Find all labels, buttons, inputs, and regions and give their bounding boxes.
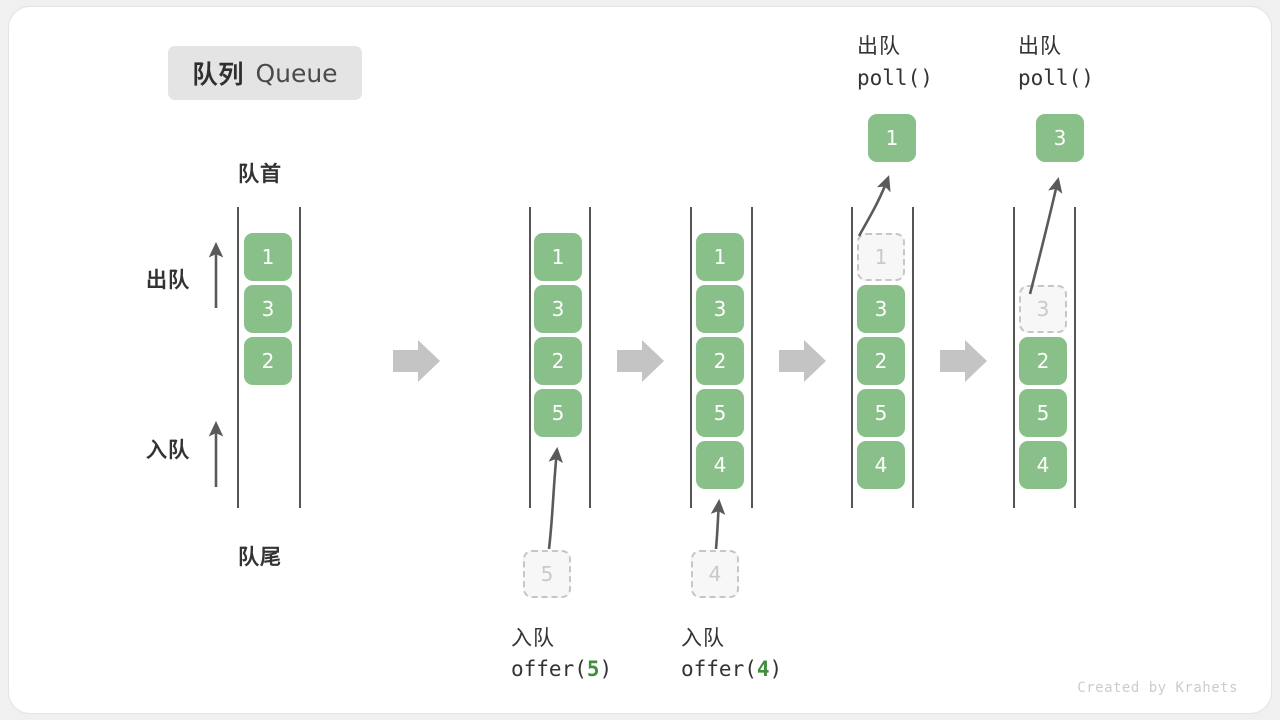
popped-element-1: 1	[868, 114, 916, 162]
popped-element-3: 3	[1036, 114, 1084, 162]
rail-left	[851, 207, 853, 508]
pop-caption-cn-poll-1: 出队	[857, 35, 901, 58]
pop-caption-code-poll-3: poll()	[1018, 66, 1094, 90]
queue-cell: 2	[534, 337, 582, 385]
queue-cell: 3	[534, 285, 582, 333]
pop-caption-code-poll-1: poll()	[857, 66, 933, 90]
queue-cell: 5	[857, 389, 905, 437]
queue-cell: 4	[1019, 441, 1067, 489]
rail-right	[589, 207, 591, 508]
rail-left	[237, 207, 239, 508]
rail-right	[912, 207, 914, 508]
rail-right	[1074, 207, 1076, 508]
caption-cn-offer-5: 入队	[511, 627, 555, 650]
queue-cell-new: 5	[534, 389, 582, 437]
ghost-cell: 5	[523, 550, 571, 598]
caption-code-offer-4: offer(4)	[681, 657, 783, 681]
queue-cell: 1	[534, 233, 582, 281]
queue-cell: 2	[244, 337, 292, 385]
rail-left	[1013, 207, 1015, 508]
queue-cell: 5	[1019, 389, 1067, 437]
queue-cell: 2	[1019, 337, 1067, 385]
caption-arg: 5	[586, 657, 600, 681]
queue-cell: 4	[857, 441, 905, 489]
pop-caption-cn-poll-3: 出队	[1018, 35, 1062, 58]
rail-left	[529, 207, 531, 508]
rail-right	[751, 207, 753, 508]
ghost-cell: 4	[691, 550, 739, 598]
queue-cell: 1	[696, 233, 744, 281]
queue-cell-new: 4	[696, 441, 744, 489]
front-label: 队首	[238, 163, 282, 186]
rail-right	[299, 207, 301, 508]
credit-label: Created by Krahets	[1077, 680, 1238, 696]
queue-cell: 2	[857, 337, 905, 385]
queue-cell: 5	[696, 389, 744, 437]
title-label-cn: 队列	[192, 61, 245, 89]
caption-code-offer-5: offer(5)	[511, 657, 613, 681]
title-label-en: Queue	[255, 58, 338, 88]
queue-cell: 2	[696, 337, 744, 385]
diagram-card	[8, 6, 1272, 714]
queue-cell: 3	[857, 285, 905, 333]
rail-left	[690, 207, 692, 508]
ghost-cell: 1	[857, 233, 905, 281]
queue-cell: 3	[244, 285, 292, 333]
dequeue-side-label: 出队	[146, 269, 190, 292]
caption-arg: 4	[756, 657, 770, 681]
enqueue-side-label: 入队	[146, 439, 190, 462]
rear-label: 队尾	[238, 546, 282, 569]
caption-cn-offer-4: 入队	[681, 627, 725, 650]
ghost-cell: 3	[1019, 285, 1067, 333]
queue-cell: 1	[244, 233, 292, 281]
queue-cell: 3	[696, 285, 744, 333]
title-badge: 队列 Queue	[168, 46, 362, 100]
